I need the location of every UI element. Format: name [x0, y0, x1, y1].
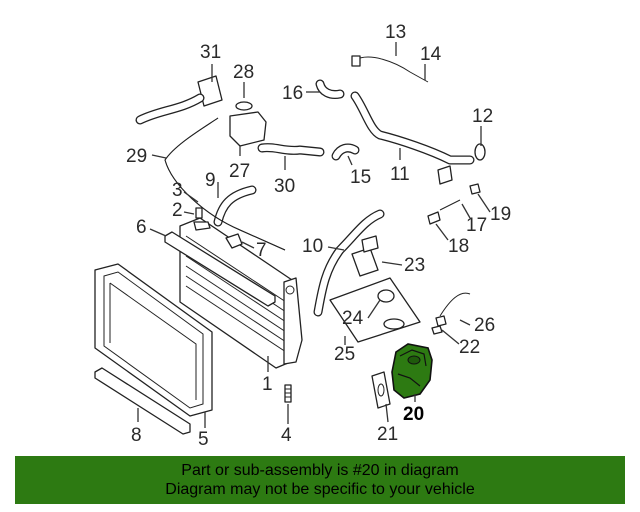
callout-12: 12	[472, 106, 493, 127]
banner-line-disclaimer: Diagram may not be specific to your vehi…	[165, 481, 475, 498]
callout-9: 9	[205, 170, 216, 191]
callout-20-highlighted: 20	[403, 404, 424, 425]
callout-29: 29	[126, 146, 147, 167]
coolant-reservoir	[229, 101, 267, 147]
callout-2: 2	[172, 200, 183, 221]
heater-hose	[331, 143, 360, 161]
callout-21: 21	[377, 424, 398, 445]
info-banner: Part or sub-assembly is #20 in diagram D…	[15, 456, 625, 504]
temperature-sensors	[427, 183, 481, 225]
callout-31: 31	[200, 42, 221, 63]
radiator	[164, 217, 303, 369]
callout-1: 1	[262, 374, 273, 395]
lower-support-bar	[94, 367, 191, 435]
callout-8: 8	[131, 425, 142, 446]
parts-diagram: 31 28 16 13 14 12 29 27 30 15 11 9 3 2 6…	[94, 22, 511, 450]
bypass-hose	[257, 143, 325, 157]
callout-5: 5	[198, 429, 209, 450]
callout-3: 3	[172, 180, 183, 201]
coolant-sensor	[431, 292, 471, 335]
water-outlet-housing-highlighted	[391, 343, 433, 399]
sensor-harness	[135, 75, 223, 125]
callout-7: 7	[256, 240, 267, 261]
mounting-bolt	[193, 207, 211, 231]
callout-18: 18	[448, 236, 469, 257]
drain-plug	[284, 384, 292, 403]
callout-10: 10	[302, 236, 323, 257]
callout-27: 27	[229, 161, 250, 182]
callout-25: 25	[334, 344, 355, 365]
callout-11: 11	[390, 164, 410, 185]
radiator-shroud	[94, 263, 213, 417]
coolant-pipe-main	[350, 91, 475, 185]
small-hose	[315, 79, 345, 99]
callout-13: 13	[385, 22, 406, 43]
thermostat-kit-outline	[329, 277, 421, 343]
coolant-pipe-upper	[351, 55, 429, 83]
callout-28: 28	[233, 62, 254, 83]
callout-4: 4	[281, 425, 292, 446]
callout-16: 16	[282, 83, 303, 104]
upper-hose	[213, 185, 257, 227]
banner-line-part-number: Part or sub-assembly is #20 in diagram	[181, 462, 459, 479]
callout-14: 14	[420, 44, 442, 65]
leader-lines	[137, 42, 491, 428]
hose-clip	[225, 233, 243, 249]
callout-26: 26	[474, 315, 495, 336]
callout-23: 23	[404, 255, 425, 276]
callout-6: 6	[136, 217, 147, 238]
lower-hose	[313, 209, 385, 317]
overflow-tube	[164, 117, 286, 251]
callout-24: 24	[342, 308, 364, 329]
callout-17: 17	[466, 215, 487, 236]
thermostat-cover	[351, 235, 379, 277]
callout-22: 22	[459, 337, 480, 358]
outlet-gasket	[371, 371, 391, 409]
callout-30: 30	[274, 176, 295, 197]
callout-labels: 31 28 16 13 14 12 29 27 30 15 11 9 3 2 6…	[126, 22, 511, 450]
pipe-gasket	[474, 143, 486, 161]
callout-19: 19	[490, 204, 511, 225]
callout-15: 15	[350, 167, 371, 188]
